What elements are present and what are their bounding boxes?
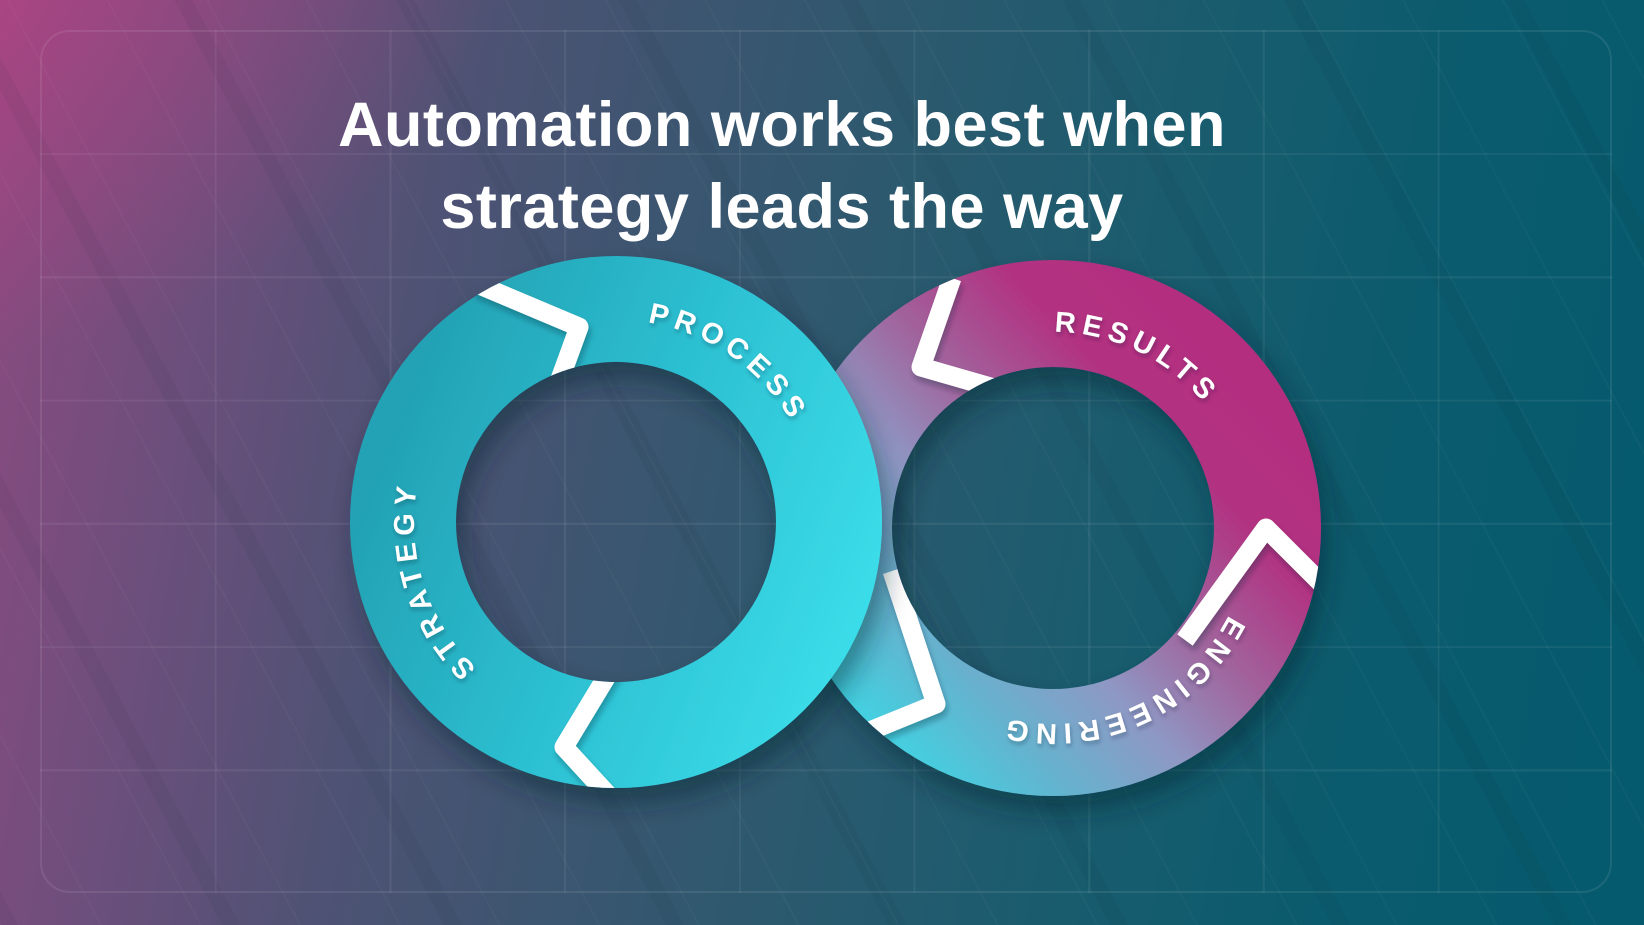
left-ring: STRATEGY PROCESS [350,256,882,788]
strategy-process-ring-band [350,256,882,788]
title-line-1: Automation works best when [337,90,1227,160]
title-line-2: strategy leads the way [440,172,1124,242]
page-title: Automation works best when strategy lead… [0,84,1564,248]
chevron-flow-right-side-icon [1177,518,1321,646]
